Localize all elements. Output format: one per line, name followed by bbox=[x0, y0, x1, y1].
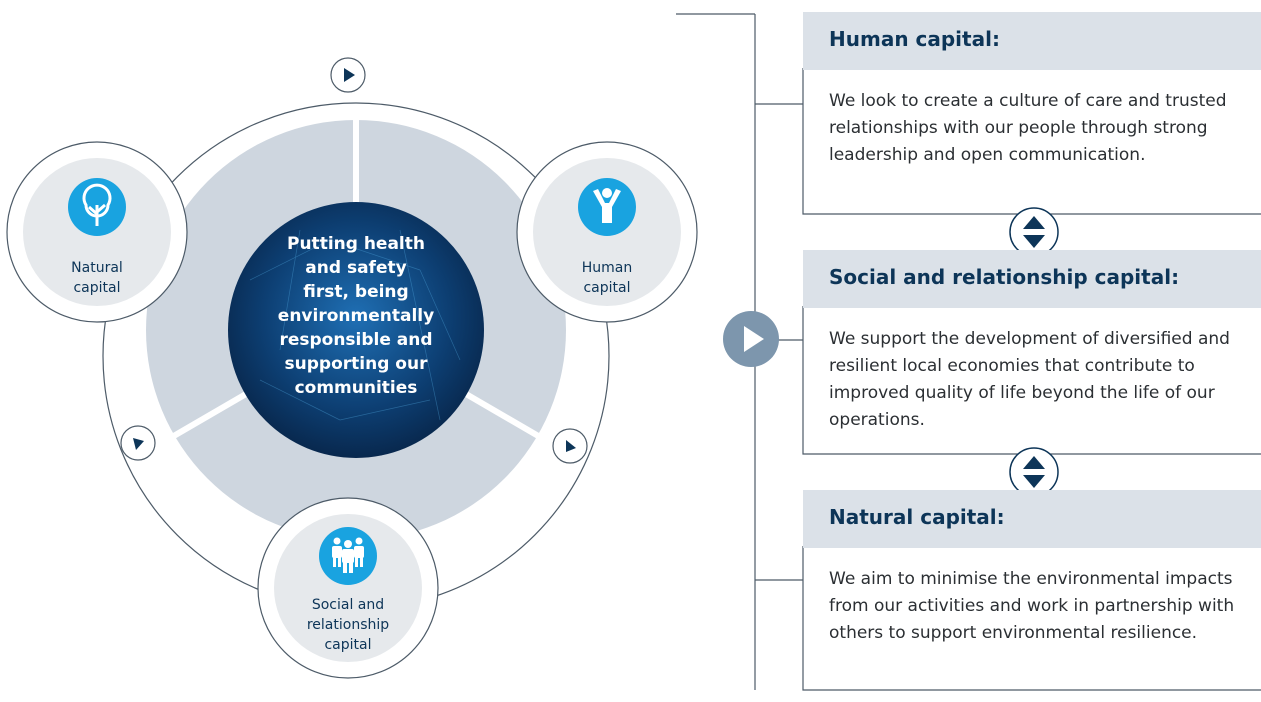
center-circle bbox=[228, 202, 484, 458]
node-natural-capital bbox=[6, 141, 188, 323]
panel-natural-capital: Natural capital: We aim to minimise the … bbox=[803, 490, 1261, 647]
expand-toggle-2[interactable] bbox=[1009, 447, 1059, 497]
panel-title: Social and relationship capital: bbox=[803, 250, 1261, 308]
panel-body: We aim to minimise the environmental imp… bbox=[829, 569, 1235, 643]
center-statement: Putting health and safety first, being e… bbox=[277, 234, 435, 398]
orbit-arrow-left bbox=[120, 425, 156, 461]
social-capital-label: Social and relationship capital bbox=[306, 597, 390, 653]
orbit-arrow-top bbox=[330, 57, 366, 93]
natural-capital-label: Natural capital bbox=[71, 260, 123, 296]
panel-title: Natural capital: bbox=[803, 490, 1261, 548]
expand-toggle-1[interactable] bbox=[1009, 207, 1059, 257]
panel-outlines bbox=[802, 68, 1261, 691]
node-social-capital bbox=[257, 497, 439, 679]
orbit-arrow-right bbox=[552, 428, 588, 464]
panel-body: We support the development of diversifie… bbox=[829, 329, 1230, 430]
main-arrow-icon bbox=[723, 311, 779, 367]
node-human-capital bbox=[516, 141, 698, 323]
panel-title: Human capital: bbox=[803, 12, 1261, 70]
human-capital-label: Human capital bbox=[581, 260, 633, 296]
panel-social-capital: Social and relationship capital: We supp… bbox=[803, 250, 1261, 434]
panel-body: We look to create a culture of care and … bbox=[829, 91, 1227, 165]
panel-human-capital: Human capital: We look to create a cultu… bbox=[803, 12, 1261, 169]
